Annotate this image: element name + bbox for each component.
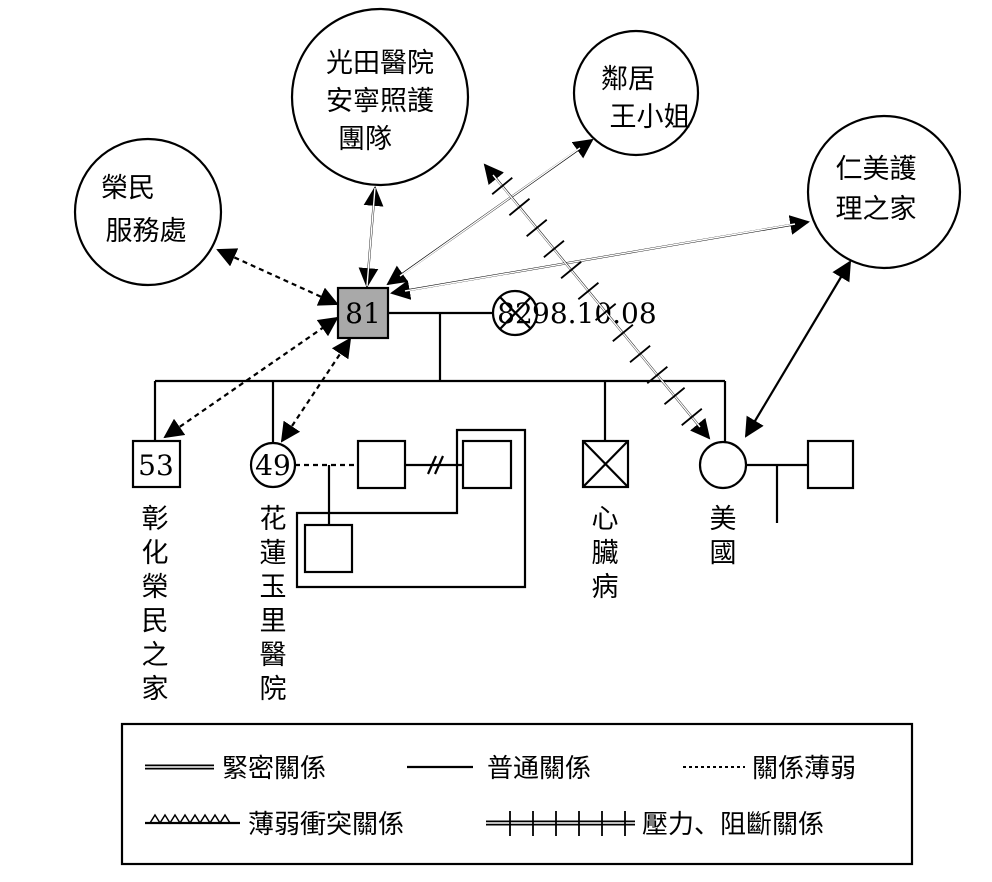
relation-hospital-close — [358, 186, 384, 288]
svg-text:家: 家 — [142, 674, 169, 705]
stress-hatch-mark — [543, 240, 565, 258]
hospital-line2: 安寧照護 — [326, 86, 434, 117]
stress-hatch-mark — [646, 366, 668, 384]
svg-text:緊密關係: 緊密關係 — [222, 754, 326, 784]
nursing-home-node: 仁美護 理之家 — [806, 114, 962, 270]
deceased-son-node — [581, 439, 630, 489]
svg-text:薄弱衝突關係: 薄弱衝突關係 — [248, 810, 404, 840]
svg-text:病: 病 — [592, 572, 619, 603]
relation-daughter-weak — [280, 337, 352, 443]
svg-text:化: 化 — [142, 538, 169, 569]
svg-text:醫: 醫 — [260, 640, 287, 671]
daughter2-label: 美 國 — [710, 504, 737, 569]
hospital-line1: 光田醫院 — [326, 48, 434, 79]
stress-hatch-mark — [629, 345, 651, 363]
deceased-son-label: 心 臟 病 — [592, 504, 619, 603]
daughter-age: 49 — [255, 449, 291, 482]
legend: 緊密關係 普通關係 關係薄弱 薄弱衝突關係 壓力、阻斷關係 — [120, 722, 914, 866]
daughter-partner-node — [356, 439, 407, 490]
svg-text:普通關係: 普通關係 — [487, 754, 591, 784]
stress-hatch-mark — [612, 324, 634, 342]
stress-hatch-mark — [526, 219, 548, 237]
daughter2-husband-node — [806, 439, 855, 490]
hospital-hospice-team-node: 光田醫院 安寧照護 團隊 — [290, 7, 470, 187]
svg-text:花: 花 — [260, 504, 287, 535]
son1-label: 彰 化 榮 民 之 家 — [142, 504, 169, 705]
svg-text:民: 民 — [142, 606, 169, 637]
svg-text:彰: 彰 — [142, 504, 169, 535]
grandson-node — [303, 523, 354, 574]
neighbor-line1: 鄰居 — [601, 64, 655, 95]
stress-hatch-mark — [560, 261, 582, 279]
legend-close: 緊密關係 — [145, 754, 326, 784]
svg-text:里: 里 — [260, 606, 287, 637]
self-age: 81 — [345, 297, 381, 330]
relation-nursing-home-close — [390, 215, 810, 300]
stress-hatch-mark — [681, 408, 703, 426]
relation-hospital-daughter2-stress — [483, 163, 711, 440]
neighbor-line2: 王小姐 — [610, 102, 691, 133]
stress-hatch-mark — [577, 282, 600, 300]
relation-nursing-home-daughter2 — [744, 260, 852, 438]
veterans-office-node: 榮民 服務處 — [73, 137, 223, 287]
svg-text:院: 院 — [260, 674, 287, 705]
legend-weak: 關係薄弱 — [683, 754, 856, 784]
partner-second-node — [461, 439, 513, 490]
nursing-home-line1: 仁美護 — [836, 154, 917, 185]
svg-text:玉: 玉 — [260, 572, 287, 603]
daughter-node: 49 — [249, 441, 297, 489]
son1-node: 53 — [131, 439, 182, 489]
veterans-office-line1: 榮民 — [101, 173, 155, 204]
stress-hatch-mark — [508, 198, 531, 216]
svg-text:關係薄弱: 關係薄弱 — [752, 754, 856, 784]
svg-text:蓮: 蓮 — [260, 538, 287, 569]
legend-weak-conflict: 薄弱衝突關係 — [145, 810, 404, 840]
svg-text:壓力、阻斷關係: 壓力、阻斷關係 — [642, 810, 824, 840]
hospital-line3: 團隊 — [338, 124, 392, 155]
relation-son1-weak — [163, 316, 339, 439]
svg-text:心: 心 — [592, 504, 619, 535]
svg-text:美: 美 — [710, 504, 737, 535]
svg-text:之: 之 — [142, 640, 169, 671]
daughter-label: 花 蓮 玉 里 醫 院 — [260, 504, 287, 705]
spouse-death-date: 98.10.08 — [532, 297, 657, 330]
svg-text:國: 國 — [710, 538, 737, 569]
legend-normal: 普通關係 — [407, 754, 591, 784]
neighbor-node: 鄰居 王小姐 — [572, 29, 700, 157]
relation-veterans-office-weak — [216, 248, 339, 306]
svg-text:臟: 臟 — [592, 538, 619, 569]
daughter2-node — [698, 440, 748, 490]
svg-text:榮: 榮 — [142, 572, 169, 603]
stress-hatch-mark — [491, 177, 513, 195]
spouse-deceased-node: 82 98.10.08 — [491, 289, 657, 337]
self-node: 81 — [336, 286, 390, 340]
stress-hatch-mark — [594, 303, 617, 321]
nursing-home-line2: 理之家 — [836, 194, 917, 225]
legend-stress: 壓力、阻斷關係 — [486, 810, 824, 840]
stress-hatch-mark — [663, 387, 686, 405]
son1-age: 53 — [138, 449, 174, 482]
veterans-office-line2: 服務處 — [106, 216, 187, 247]
